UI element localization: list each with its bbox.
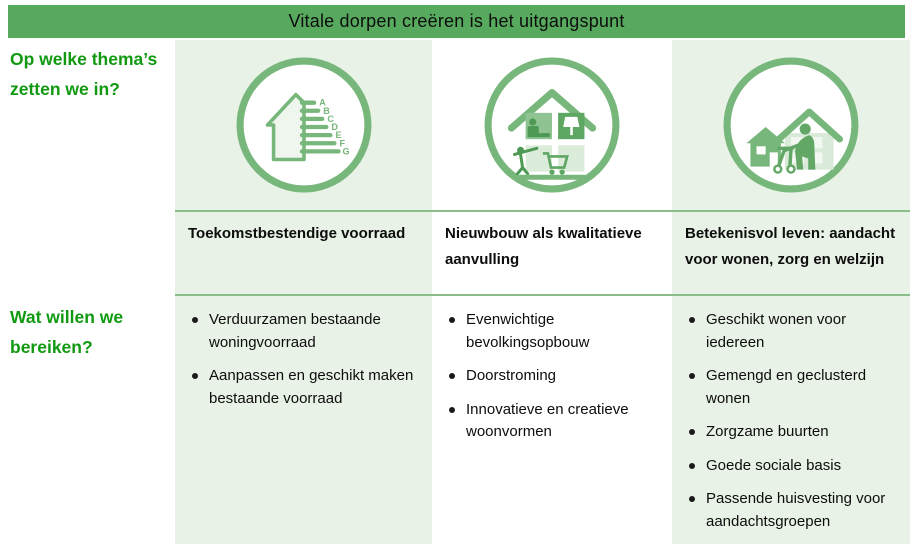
banner-title: Vitale dorpen creëren is het uitgangspun… [288, 11, 625, 31]
column-header-3: Betekenisvol leven: aandacht voor wonen,… [672, 210, 910, 294]
person-at-desk [527, 118, 550, 138]
bullet-list-col2: Evenwichtige bevolkingsopbouw Doorstromi… [432, 294, 672, 544]
small-house [746, 127, 785, 167]
energy-label-house-icon: A B C D E F G [236, 57, 371, 193]
energy-letter-f: F [339, 138, 345, 148]
bullet-item: Verduurzamen bestaande woningvoorraad [185, 309, 424, 354]
elderly-person-with-walker [773, 123, 816, 174]
lamp [563, 116, 580, 136]
new-construction-interior-icon [484, 57, 620, 193]
bullet-item: Goede sociale basis [682, 455, 902, 478]
energy-letter-g: G [342, 146, 349, 156]
shopping-cart [542, 152, 569, 175]
energy-letter-a: A [319, 98, 326, 108]
bullet-item: Gemengd en geclusterd wonen [682, 365, 902, 410]
bullet-item: Evenwichtige bevolkingsopbouw [442, 309, 664, 354]
energy-letter-d: D [331, 122, 338, 132]
energy-letters: A B C D E F G [319, 98, 349, 157]
bullet-list-col3: Geschikt wonen voor iedereen Gemengd en … [672, 294, 910, 544]
banner: Vitale dorpen creëren is het uitgangspun… [8, 5, 905, 38]
bullet-list-col1: Verduurzamen bestaande woningvoorraad Aa… [175, 294, 432, 544]
floor-line [517, 174, 587, 180]
bullet-item: Zorgzame buurten [682, 421, 902, 444]
bullet-item: Passende huisvesting voor aandachtsgroep… [682, 488, 902, 533]
icon-cell-col3 [672, 40, 910, 210]
bullet-item: Geschikt wonen voor iedereen [682, 309, 902, 354]
icon-cell-col2 [432, 40, 672, 210]
column-header-2: Nieuwbouw als kwalitatieve aanvulling [432, 210, 672, 294]
house-outline [265, 92, 306, 162]
row-label-goals: Wat willen we bereiken? [10, 307, 124, 358]
energy-letter-b: B [323, 106, 330, 116]
elderly-care-housing-icon [723, 57, 859, 193]
themes-table: A B C D E F G [175, 40, 910, 544]
bullet-item: Doorstroming [442, 365, 664, 388]
builder-with-level [512, 146, 539, 176]
energy-bars [299, 100, 341, 154]
icon-cell-col1: A B C D E F G [175, 40, 432, 210]
energy-letter-c: C [327, 114, 334, 124]
column-header-1: Toekomstbestendige voorraad [175, 210, 432, 294]
row-label-themes: Op welke thema’s zetten we in? [10, 49, 158, 100]
bullet-item: Aanpassen en geschikt maken bestaande vo… [185, 365, 424, 410]
energy-letter-e: E [335, 130, 341, 140]
bullet-item: Innovatieve en creatieve woonvormen [442, 399, 664, 444]
